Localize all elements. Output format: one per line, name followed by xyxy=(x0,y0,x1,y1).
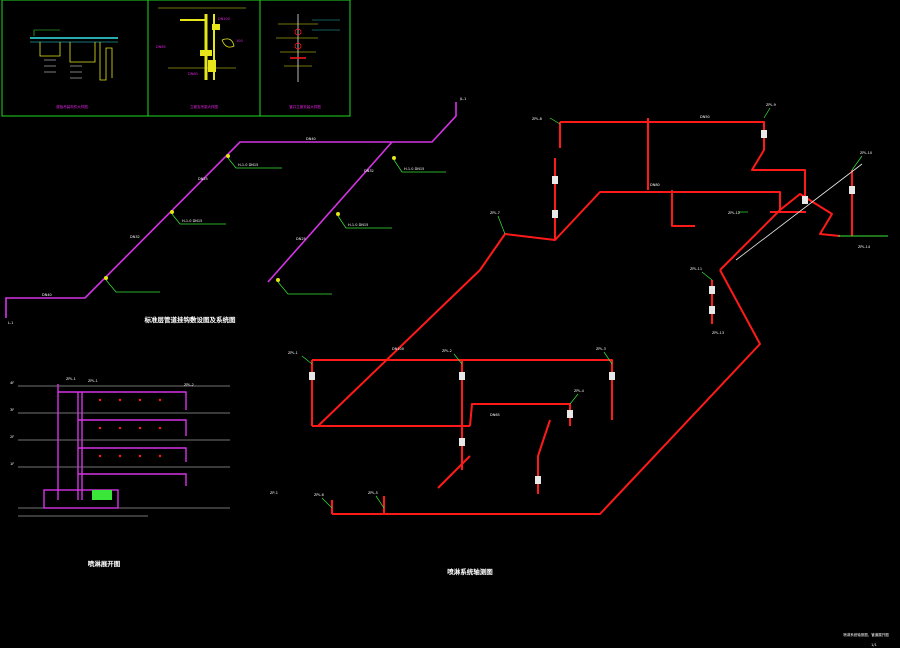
pipe-size-label: DN65 xyxy=(490,413,500,417)
detail-b-tag: DN80 xyxy=(188,72,198,76)
sprinkler-tag-leaders xyxy=(301,107,863,509)
pipe-size-label: DN50 xyxy=(700,115,710,119)
valve-tag: ZPL-8 xyxy=(532,117,542,121)
page-mark: 1/1 xyxy=(871,643,877,647)
detail-a-drawing: 楼板吊装构件大样图 xyxy=(30,29,118,109)
valve-tag: ZPL-9 xyxy=(766,103,776,107)
sprinkler-caption: 喷淋系统轴测图 xyxy=(447,567,493,576)
pump-set xyxy=(92,490,112,500)
gas-branch-note: H-1.0 DN15 xyxy=(238,163,258,167)
valve-tag: ZPL-14 xyxy=(858,245,871,249)
detail-a-caption: 楼板吊装构件大样图 xyxy=(56,104,88,109)
detail-panel-frame xyxy=(1,0,351,117)
detail-c-caption: 管井立管安装大样图 xyxy=(289,104,321,109)
sprinkler-isometric: ZPL-1 ZPL-2 ZPL-3 ZPL-4 ZPL-5 ZPL-6 ZPL-… xyxy=(270,103,888,576)
valve-tag: ZPL-6 xyxy=(314,493,324,497)
pipe-size-label: DN80 xyxy=(650,183,660,187)
gas-pipe-lines xyxy=(5,102,457,318)
valve-tag: ZPL-11 xyxy=(690,267,702,271)
floor-mark: 2F xyxy=(10,435,14,439)
valve-tag: ZPL-10 xyxy=(860,151,872,155)
gas-segment-label: DN40 xyxy=(42,293,52,297)
floor-mark: 3F xyxy=(10,408,14,412)
gas-segment-label: DN32 xyxy=(130,235,140,239)
elevation-heads xyxy=(98,398,162,458)
detail-b-dim: 100 xyxy=(236,39,243,43)
detail-b-drawing: DN100 DN65 DN80 100 立管支吊架大样图 xyxy=(156,7,246,109)
detail-b-tag: DN100 xyxy=(218,17,230,21)
floor-mark: 4F xyxy=(10,381,14,385)
elevation-risers xyxy=(43,384,187,509)
floor-mark: 1F xyxy=(10,462,14,466)
detail-b-tag: DN65 xyxy=(156,45,166,49)
gas-branch-leaders xyxy=(105,157,446,295)
inlet-tag: ZP-1 xyxy=(270,491,278,495)
floor-lines xyxy=(18,385,230,509)
elevation-riser-tag: ZPL-1 xyxy=(88,379,98,383)
gas-branch-note: H-1.0 DN15 xyxy=(182,219,202,223)
gas-branch-note: H-1.0 DN15 xyxy=(348,223,368,227)
sprinkler-mains xyxy=(311,118,853,515)
valve-markers xyxy=(309,130,855,484)
gas-branch-note: H-1.0 DN15 xyxy=(404,167,424,171)
detail-c-drawing: 管井立管安装大样图 xyxy=(276,14,340,109)
valve-tag: ZPL-3 xyxy=(596,347,606,351)
detail-panels: 楼板吊装构件大样图 DN100 DN65 DN80 100 立管支吊架大样图 xyxy=(1,0,351,117)
gas-segment-label: DN40 xyxy=(306,137,316,141)
elevation-riser-tag: ZPL-2 xyxy=(184,383,194,387)
gas-segment-label: DN25 xyxy=(198,177,208,181)
valve-tag: ZPL-1 xyxy=(288,351,298,355)
elevation-caption: 喷淋展开图 xyxy=(88,559,121,568)
gas-segment-label: DN25 xyxy=(296,237,306,241)
elevation-riser-tag: ZPL-1 xyxy=(66,377,76,381)
gas-pipe-system: L-1 JL-1 DN40 DN32 DN25 DN40 DN32 DN25 H… xyxy=(5,97,466,325)
valve-tag: ZPL-12 xyxy=(728,211,740,215)
valve-tag: ZPL-5 xyxy=(368,491,378,495)
riser-elevation: 4F 3F 2F 1F ZPL-1 ZPL-1 ZPL-2 喷淋展开图 xyxy=(10,377,230,568)
valve-tag: ZPL-13 xyxy=(712,331,724,335)
valve-tag: ZPL-7 xyxy=(490,211,500,215)
detail-b-caption: 立管支吊架大样图 xyxy=(190,104,218,109)
sheet-title: 喷淋系统轴测图、管道展开图 xyxy=(843,632,889,637)
gas-segment-label: DN32 xyxy=(364,169,374,173)
valve-tag: ZPL-2 xyxy=(442,349,452,353)
gas-pipe-fittings xyxy=(104,154,396,282)
sprinkler-diagonal-link xyxy=(735,163,863,261)
gas-system-caption: 标准层管道挂钩敷设图及系统图 xyxy=(144,315,237,324)
pipe-size-label: DN100 xyxy=(392,347,404,351)
gas-outlet-tag: L-1 xyxy=(8,321,13,325)
sprinkler-tags: ZPL-1 ZPL-2 ZPL-3 ZPL-4 ZPL-5 ZPL-6 ZPL-… xyxy=(270,103,872,497)
gas-riser-tag: JL-1 xyxy=(459,97,466,101)
valve-tag: ZPL-4 xyxy=(574,389,585,393)
